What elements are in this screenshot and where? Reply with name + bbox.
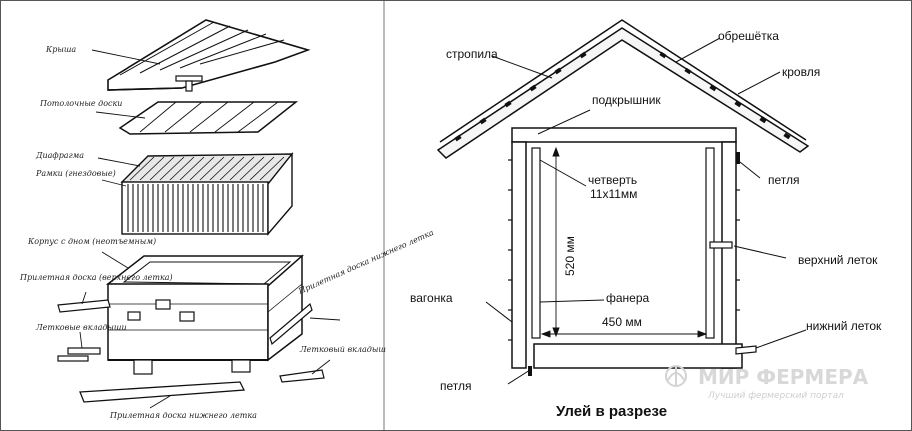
right-leader-lines bbox=[485, 37, 807, 385]
entrance-insert-left-part bbox=[67, 347, 101, 355]
label-plywood: фанера bbox=[606, 291, 650, 305]
ceiling-boards-part bbox=[118, 101, 299, 135]
label-landing-board-lower: Прилетная доска нижнего летка bbox=[109, 411, 257, 420]
label-lower-entrance: нижний леток bbox=[806, 319, 882, 333]
left-leader-lines bbox=[79, 49, 341, 409]
exploded-hive-view: Крыша Потолочные доски Диафрагма Рамки (… bbox=[19, 19, 435, 420]
frames-block-part bbox=[120, 152, 294, 236]
landing-board-lower-part bbox=[79, 381, 246, 403]
entrance-insert-left-part-2 bbox=[57, 355, 89, 362]
label-upper-entrance: верхний леток bbox=[798, 253, 878, 267]
roof-part bbox=[107, 19, 311, 92]
hive-section-body bbox=[508, 127, 757, 376]
watermark: МИР ФЕРМЕРА Лучший фермерский портал bbox=[665, 365, 869, 401]
label-width-dimension: 450 мм bbox=[602, 315, 642, 329]
label-height-dimension: 520 мм bbox=[563, 236, 577, 276]
label-diaphragm: Диафрагма bbox=[35, 151, 84, 160]
diagram-caption: Улей в разрезе bbox=[556, 403, 667, 420]
label-landing-board-upper: Прилетная доска (верхнего летка) bbox=[19, 273, 173, 282]
label-hinge-top: петля bbox=[768, 173, 800, 187]
watermark-tagline: Лучший фермерский портал bbox=[707, 391, 844, 401]
label-ceiling-boards: Потолочные доски bbox=[39, 99, 122, 108]
hive-body-part bbox=[105, 254, 313, 375]
label-hinge-bottom: петля bbox=[440, 379, 472, 393]
cross-section-view: стропила обрешётка кровля подкрышник чет… bbox=[410, 19, 882, 420]
label-siding: вагонка bbox=[410, 291, 453, 305]
gable-roof bbox=[436, 19, 810, 159]
label-rafters: стропила bbox=[446, 47, 498, 61]
label-entrance-insert: Летковый вкладыш bbox=[299, 345, 386, 354]
label-roofing: кровля bbox=[782, 65, 820, 79]
label-body: Корпус с дном (неотъемным) bbox=[27, 237, 156, 246]
dimension-lines bbox=[540, 146, 708, 338]
label-lathing: обрешётка bbox=[718, 29, 779, 43]
label-subroof: подкрышник bbox=[592, 93, 661, 107]
label-entrance-inserts: Летковые вкладыши bbox=[35, 323, 127, 332]
landing-board-upper-part bbox=[57, 299, 111, 313]
label-roof: Крыша bbox=[45, 45, 76, 54]
watermark-brand: МИР ФЕРМЕРА bbox=[698, 365, 869, 389]
label-quarter-size: 11х11мм bbox=[590, 187, 637, 201]
entrance-insert-right-part bbox=[279, 369, 325, 383]
watermark-logo-icon bbox=[665, 365, 687, 387]
label-quarter: четверть bbox=[588, 173, 637, 187]
label-frames: Рамки (гнездовые) bbox=[35, 169, 116, 178]
label-landing-board-lower-right: Прилетная доска нижнего летка bbox=[296, 228, 435, 296]
